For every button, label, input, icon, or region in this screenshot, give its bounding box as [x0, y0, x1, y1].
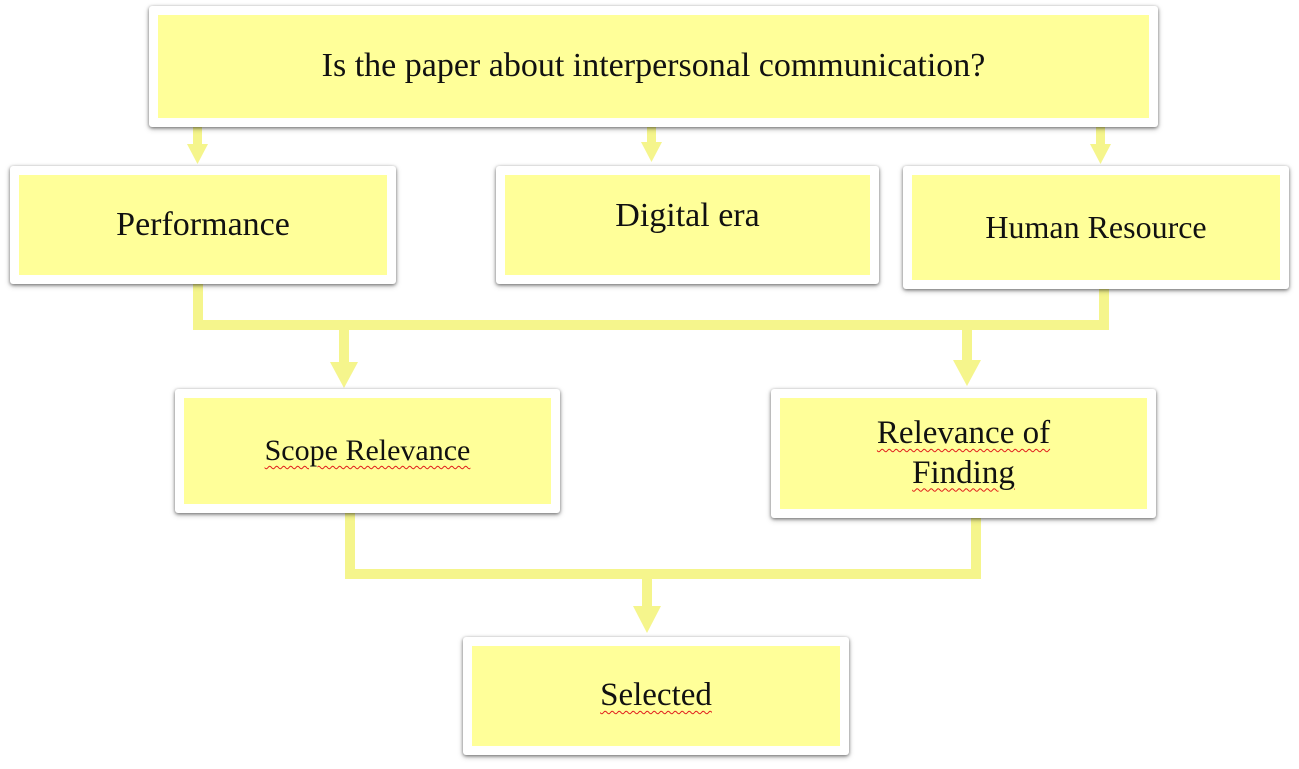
edge-question-performance	[193, 124, 202, 146]
arrowhead-performance	[187, 144, 208, 164]
edge-merge-bar-upper	[193, 320, 1109, 330]
edge-to-relevance-of-finding	[962, 330, 972, 364]
edge-relevance-of-finding-down	[971, 518, 981, 579]
node-question-label: Is the paper about interpersonal communi…	[321, 47, 986, 85]
edge-question-human-resource	[1096, 124, 1105, 146]
node-scope-relevance-fill: Scope Relevance	[184, 398, 551, 504]
node-digital-era-label: Digital era	[615, 196, 760, 234]
arrowhead-scope-relevance	[330, 362, 358, 388]
edge-merge-bar-lower	[345, 569, 981, 579]
node-selected: Selected	[463, 637, 849, 755]
node-question-fill: Is the paper about interpersonal communi…	[158, 15, 1149, 118]
node-performance-label: Performance	[116, 205, 290, 243]
arrowhead-relevance-of-finding	[953, 360, 981, 386]
node-selected-label: Selected	[600, 677, 712, 714]
node-performance: Performance	[10, 166, 396, 284]
arrowhead-human-resource	[1090, 144, 1111, 164]
node-scope-relevance: Scope Relevance	[175, 389, 560, 513]
node-selected-fill: Selected	[472, 646, 840, 746]
node-relevance-of-finding-label-line1: Relevance of	[876, 414, 1051, 451]
node-performance-fill: Performance	[19, 175, 387, 275]
node-relevance-of-finding-fill: Relevance of Finding	[780, 398, 1147, 509]
edge-scope-relevance-down	[345, 513, 355, 579]
edge-performance-down	[193, 284, 203, 330]
arrowhead-selected	[633, 606, 661, 633]
node-human-resource-label: Human Resource	[985, 209, 1207, 246]
arrowhead-digital-era	[641, 142, 662, 162]
node-question: Is the paper about interpersonal communi…	[149, 6, 1158, 127]
node-scope-relevance-label: Scope Relevance	[264, 434, 471, 467]
edge-to-selected	[642, 579, 652, 610]
edge-human-resource-down	[1099, 288, 1109, 330]
node-human-resource: Human Resource	[903, 166, 1289, 289]
edge-to-scope-relevance	[339, 330, 349, 366]
edge-question-digital-era	[647, 124, 656, 144]
node-relevance-of-finding: Relevance of Finding	[771, 389, 1156, 518]
node-human-resource-fill: Human Resource	[912, 175, 1280, 280]
node-digital-era-fill: Digital era	[505, 175, 870, 275]
node-relevance-of-finding-label-line2: Finding	[912, 454, 1015, 491]
node-digital-era: Digital era	[496, 166, 879, 284]
